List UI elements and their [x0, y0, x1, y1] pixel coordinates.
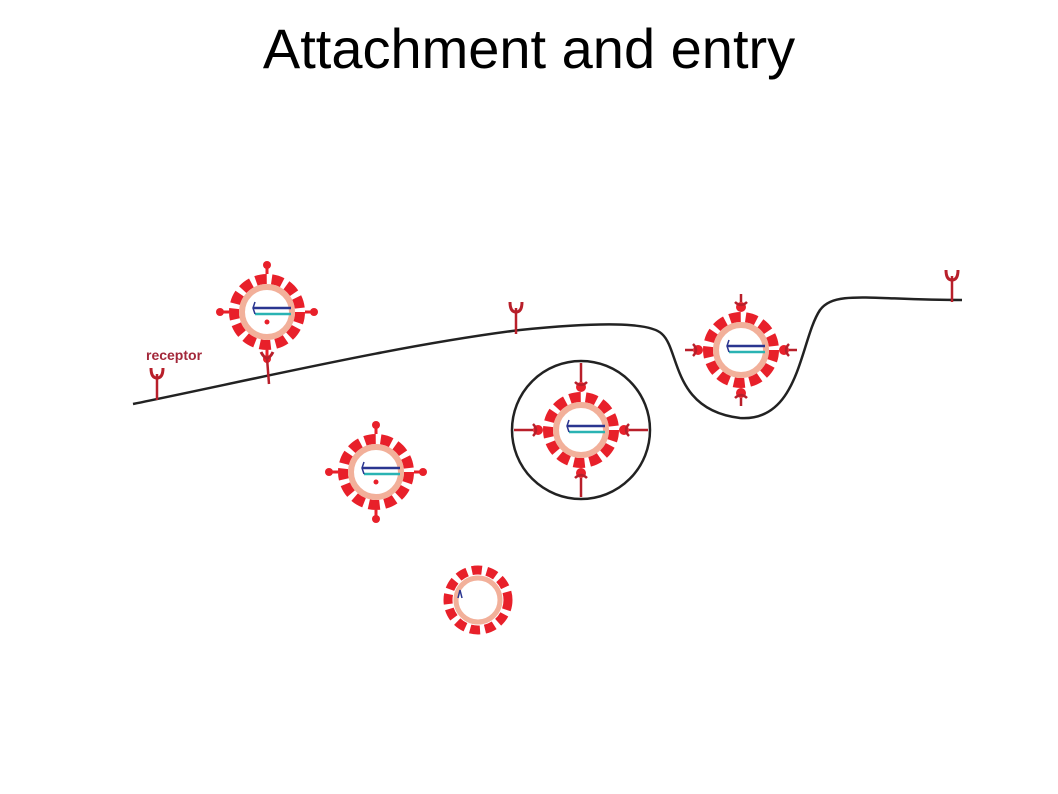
receptor-icon: [259, 351, 275, 385]
virus-particle-icon: [216, 261, 318, 363]
cell-membrane-line: [132, 296, 963, 420]
receptor-icon: [149, 366, 165, 402]
virus-particle-icon: [325, 421, 427, 523]
receptor-icon: [944, 268, 960, 304]
virus-particle-icon: [685, 294, 797, 406]
endosome-vesicle: [510, 359, 652, 501]
virus-particle-icon: [525, 374, 637, 486]
slide-title: Attachment and entry: [262, 17, 796, 80]
empty-capsid-icon: [443, 565, 513, 635]
receptor-label: receptor: [146, 347, 203, 363]
